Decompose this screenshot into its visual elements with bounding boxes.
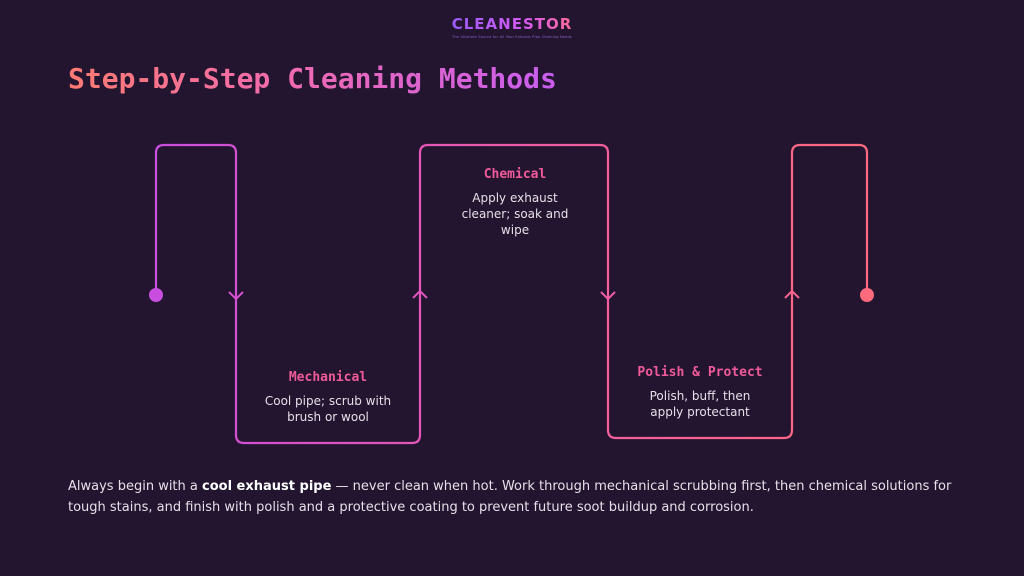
brand-wordmark: CLEANESTOR [451,15,573,33]
arrow-down-icon [228,291,244,301]
summary-emphasis: cool exhaust pipe [202,479,332,494]
summary-intro: Always begin with a [68,479,202,494]
step-title: Mechanical [288,370,368,385]
brand-logo: CLEANESTOR The Ultimate Source for All Y… [0,14,1024,39]
step-title: Chemical [483,167,547,182]
arrow-down-icon [600,291,616,301]
step-description: Polish, buff, then apply protectant [649,389,751,419]
step-title: Polish & Protect [637,365,763,380]
step-description: Apply exhaust cleaner; soak and wipe [461,191,569,237]
flow-path [154,143,869,445]
summary-paragraph: Always begin with a cool exhaust pipe — … [68,476,968,518]
page-title: Step-by-Step Cleaning Methods [68,62,557,95]
arrow-up-icon [784,289,800,299]
step-description: Cool pipe; scrub with brush or wool [264,394,392,424]
step-mechanical: Mechanical Cool pipe; scrub with brush o… [246,370,410,425]
step-chemical: Chemical Apply exhaust cleaner; soak and… [440,167,590,238]
arrow-up-icon [412,289,428,299]
summary-rest: — never clean when hot. Work through mec… [68,479,952,515]
flow-start-dot [149,288,163,302]
flow-end-dot [860,288,874,302]
brand-tagline: The Ultimate Source for All Your Exhaust… [452,35,572,39]
step-polish-protect: Polish & Protect Polish, buff, then appl… [612,365,788,420]
